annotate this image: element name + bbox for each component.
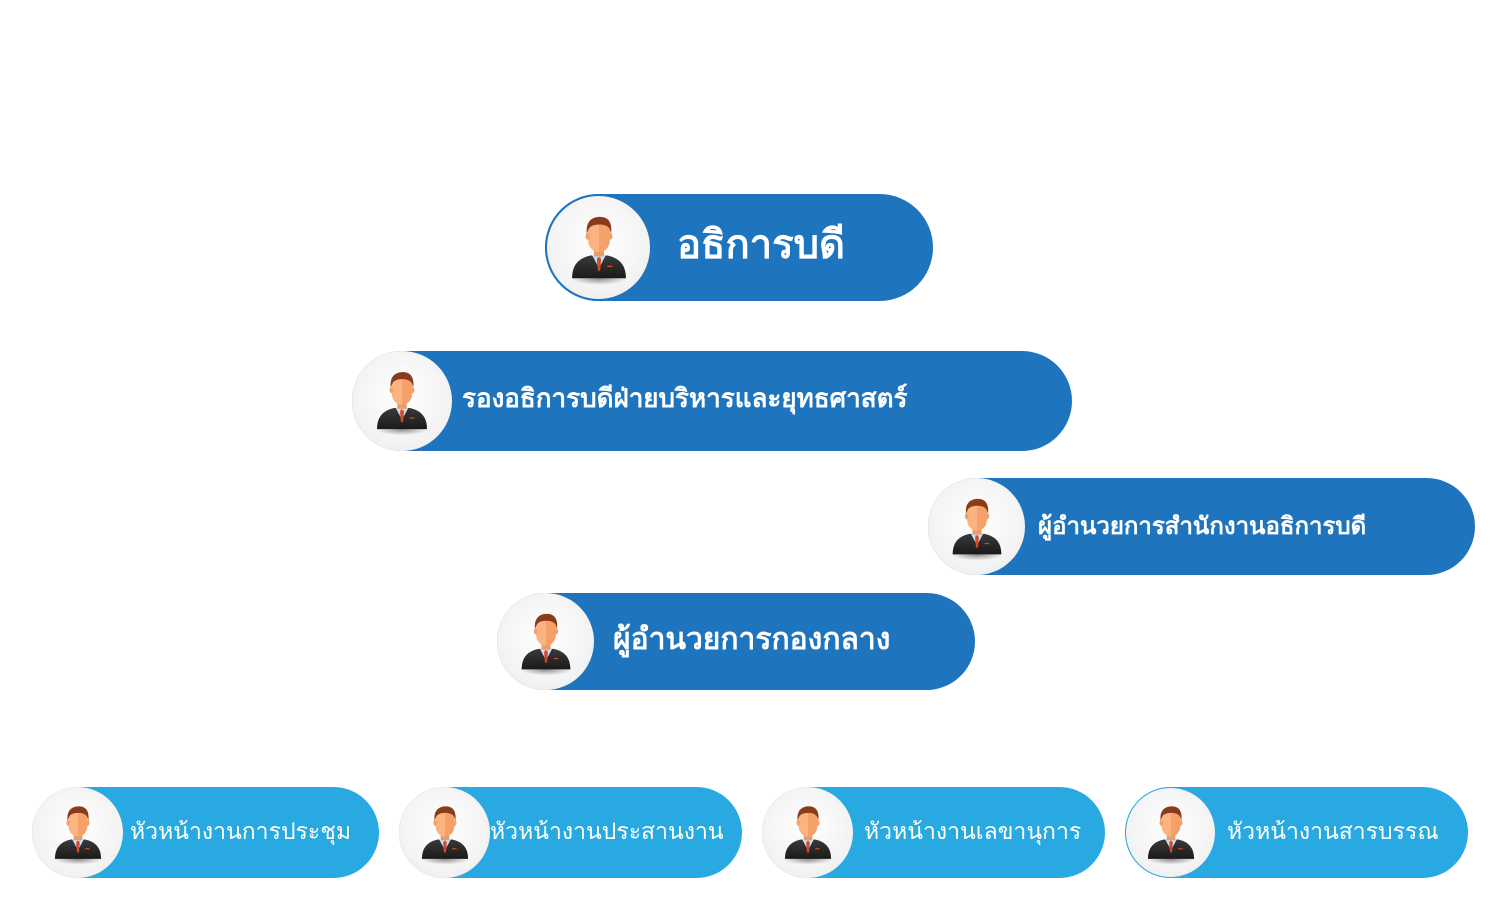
businessman-avatar-icon: [772, 797, 844, 869]
org-node-section-head: หัวหน้างานเลขานุการ: [762, 787, 1105, 878]
org-node-office-director: ผู้อำนวยการสำนักงานอธิการบดี: [928, 478, 1475, 575]
businessman-avatar-icon: [363, 362, 441, 440]
node-title: ผู้อำนวยการกองกลาง: [613, 622, 891, 657]
avatar: [545, 194, 652, 301]
avatar: [352, 351, 452, 451]
avatar: [762, 787, 853, 878]
businessman-avatar-icon: [557, 206, 641, 290]
businessman-avatar-icon: [508, 604, 584, 680]
avatar: [32, 787, 123, 878]
avatar: [497, 593, 594, 690]
node-title: หัวหน้างานเลขานุการ: [864, 819, 1082, 845]
node-title: หัวหน้างานสารบรรณ: [1227, 819, 1439, 845]
avatar: [1125, 787, 1216, 878]
org-node-central-division-director: ผู้อำนวยการกองกลาง: [497, 593, 975, 690]
org-node-deputy: รองอธิการบดีฝ่ายบริหารและยุทธศาสตร์: [352, 351, 1072, 451]
org-node-section-head: หัวหน้างานการประชุม: [32, 787, 379, 878]
businessman-avatar-icon: [42, 797, 114, 869]
businessman-avatar-icon: [409, 797, 481, 869]
businessman-avatar-icon: [939, 489, 1015, 565]
org-node-section-head: หัวหน้างานประสานงาน: [399, 787, 742, 878]
businessman-avatar-icon: [1135, 797, 1207, 869]
org-node-section-head: หัวหน้างานสารบรรณ: [1125, 787, 1468, 878]
avatar: [399, 787, 490, 878]
node-title: ผู้อำนวยการสำนักงานอธิการบดี: [1038, 512, 1367, 540]
node-title: รองอธิการบดีฝ่ายบริหารและยุทธศาสตร์: [462, 384, 908, 414]
node-title: หัวหน้างานประสานงาน: [490, 819, 724, 845]
node-title: หัวหน้างานการประชุม: [130, 819, 352, 845]
avatar: [928, 478, 1025, 575]
org-node-director: อธิการบดี: [545, 194, 933, 301]
node-title: อธิการบดี: [677, 222, 845, 268]
